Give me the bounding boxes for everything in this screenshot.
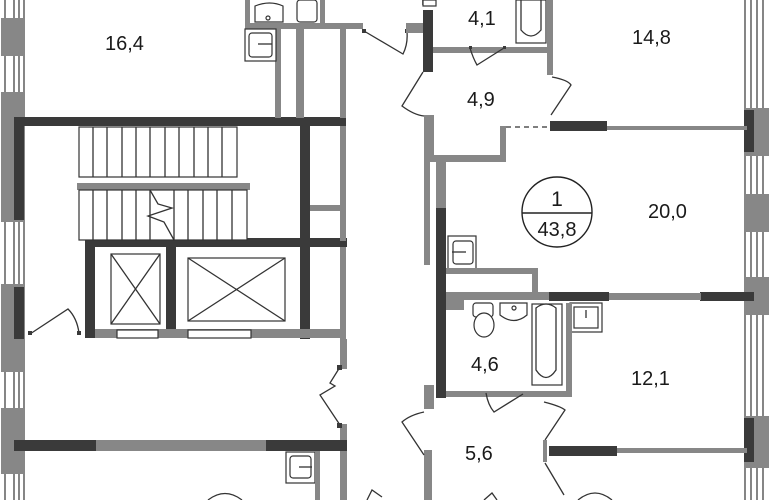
door-swing-top-corridor — [363, 30, 408, 55]
door-swing-hall-bottom-left — [401, 411, 425, 456]
toilet-bowl-icon — [473, 312, 495, 338]
left-facade — [1, 0, 25, 500]
room-area-label: 4,6 — [471, 354, 499, 376]
door-swing-bath-top — [469, 47, 505, 66]
room-area-label: 20,0 — [648, 201, 687, 223]
door-swing-bath-middle — [485, 392, 524, 413]
room-area-label: 5,6 — [465, 443, 493, 465]
room-area-label: 14,8 — [632, 27, 671, 49]
apartment-number: 1 — [551, 188, 563, 211]
room-area-label: 16,4 — [105, 33, 144, 55]
door-swing-room-12-1 — [543, 401, 566, 441]
top-left-wet-area — [244, 0, 409, 118]
toilet-tank-icon — [296, 0, 318, 23]
corridor-walls — [319, 0, 432, 500]
room-area-label: 4,9 — [467, 89, 495, 111]
elevator-small — [110, 253, 161, 339]
sink-icon — [254, 2, 284, 23]
stair-flight-lower — [78, 189, 248, 241]
stair-core — [14, 117, 347, 339]
right-facade — [700, 0, 769, 500]
bathroom-middle-fixtures — [472, 302, 603, 386]
bottom-left-apartment — [14, 440, 613, 500]
stair-flight-upper — [78, 126, 238, 178]
door-swing-room-14-8 — [550, 76, 572, 116]
elevator-large — [187, 257, 286, 339]
apartment-badge: 1 43,8 — [521, 176, 593, 248]
door-swing-hall-entry — [401, 71, 425, 117]
washbasin-icon — [499, 302, 528, 322]
door-swing-left — [29, 308, 80, 335]
apartment-total-area: 43,8 — [538, 219, 577, 241]
room-area-label: 12,1 — [631, 368, 670, 390]
stair-break-line — [146, 189, 175, 241]
room-area-label: 4,1 — [468, 8, 496, 30]
door-swing-corridor-left — [319, 366, 341, 426]
apartment-1 — [401, 0, 747, 500]
door-swing-hall-bottom-right — [544, 462, 565, 496]
